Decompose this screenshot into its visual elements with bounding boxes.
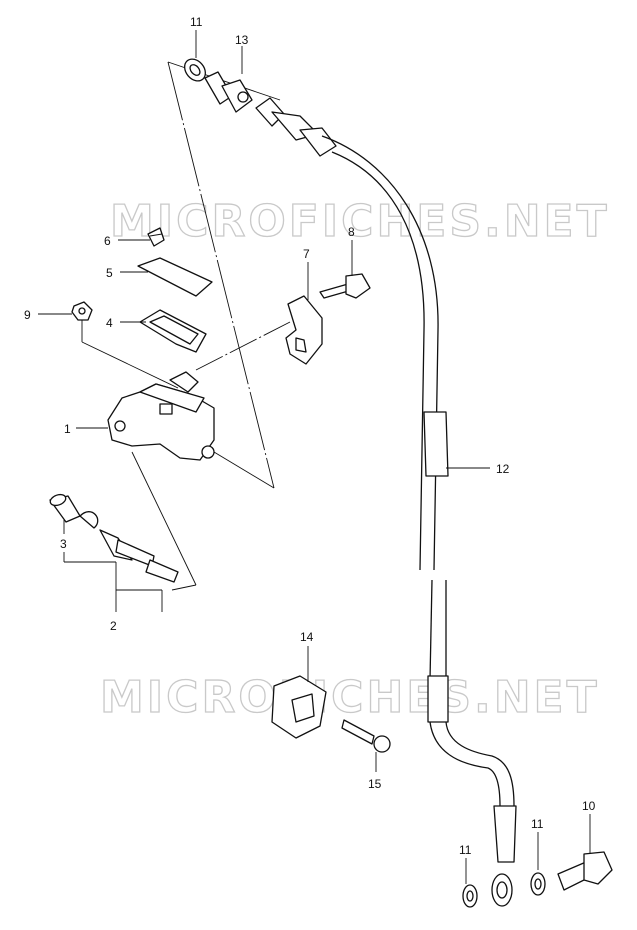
diaphragm xyxy=(139,309,207,353)
piston-kit xyxy=(49,493,179,583)
callout-11-left: 11 xyxy=(459,843,472,857)
callouts: 11 13 6 5 9 4 7 8 1 12 3 2 14 15 10 11 1… xyxy=(24,15,596,857)
callout-15: 15 xyxy=(368,777,382,791)
washer-top xyxy=(184,58,206,82)
callout-4: 4 xyxy=(106,316,113,330)
brake-hose xyxy=(321,135,517,907)
callout-3: 3 xyxy=(60,537,67,551)
reservoir-cap xyxy=(137,257,213,297)
callout-14: 14 xyxy=(300,630,314,644)
callout-1: 1 xyxy=(64,422,71,436)
washer-lower-right xyxy=(530,872,546,896)
callout-5: 5 xyxy=(106,266,113,280)
handlebar-clamp xyxy=(285,295,323,365)
callout-11-top: 11 xyxy=(190,15,203,29)
callout-13: 13 xyxy=(235,33,249,47)
callout-7: 7 xyxy=(303,247,310,261)
cap-screw xyxy=(147,227,165,247)
leader-lines xyxy=(38,30,591,884)
lower-union-bolt xyxy=(557,851,613,891)
union-bolt xyxy=(204,71,253,113)
callout-2: 2 xyxy=(110,619,117,633)
callout-6: 6 xyxy=(104,234,111,248)
master-cylinder-body xyxy=(107,371,215,461)
hose-holder xyxy=(271,675,327,739)
hose-upper-fitting xyxy=(255,97,337,157)
watermark-top: MICROFICHES.NET xyxy=(110,196,610,247)
holder-bolt xyxy=(341,719,391,753)
watermark-bottom: MICROFICHES.NET xyxy=(100,672,600,723)
nut xyxy=(71,301,93,321)
washer-lower-left xyxy=(462,884,478,908)
callout-10: 10 xyxy=(582,799,596,813)
clamp-bolt xyxy=(319,273,371,299)
callout-9: 9 xyxy=(24,308,31,322)
callout-11-right: 11 xyxy=(531,817,544,831)
callout-12: 12 xyxy=(496,462,510,476)
callout-8: 8 xyxy=(348,225,355,239)
